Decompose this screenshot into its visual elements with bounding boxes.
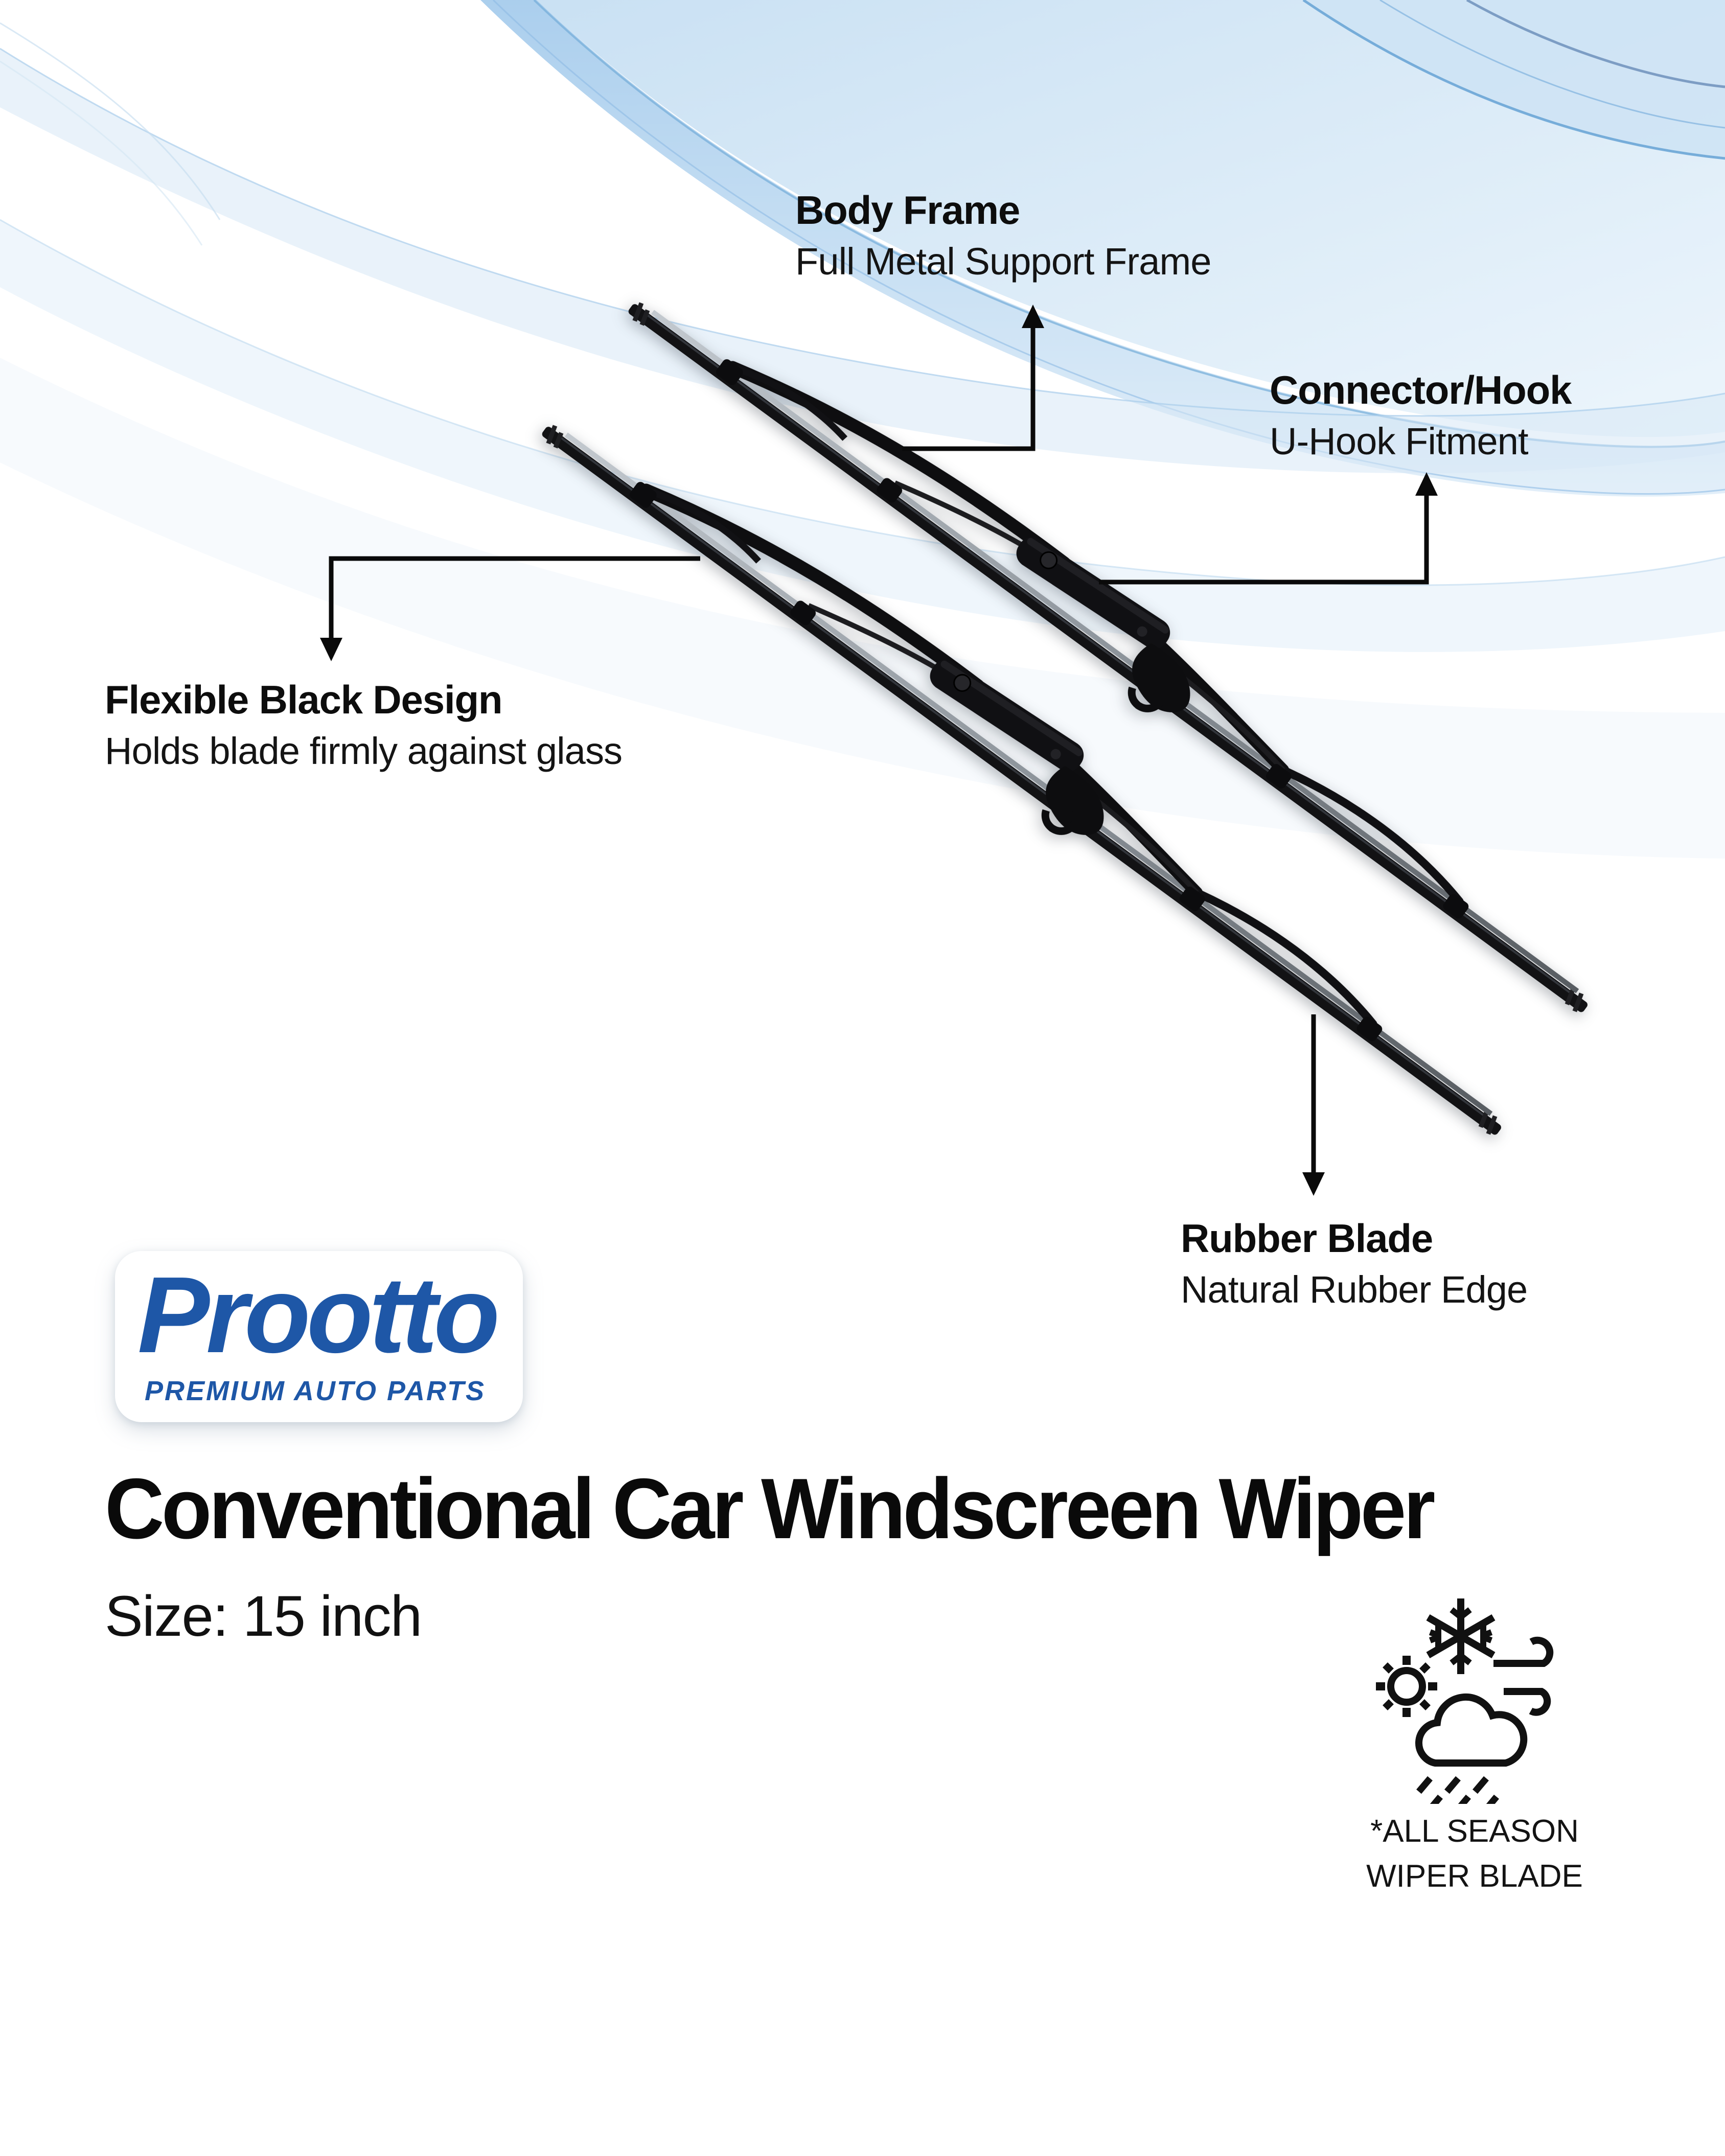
callout-rubber-blade-title: Rubber Blade (1181, 1216, 1433, 1261)
all-season-weather-icon (1376, 1598, 1554, 1804)
all-season-caption-line2: WIPER BLADE (1366, 1859, 1583, 1894)
arrow-down-rubber-blade (1302, 1172, 1325, 1196)
rain-cloud-icon (1415, 1693, 1528, 1804)
callout-rubber-blade: Rubber Blade Natural Rubber Edge (1181, 1212, 1528, 1315)
product-size-label: Size: 15 inch (105, 1584, 422, 1648)
snowflake-icon (1426, 1598, 1496, 1674)
all-season-caption: *ALL SEASON WIPER BLADE (1308, 1809, 1641, 1899)
callout-connector-hook-title: Connector/Hook (1270, 367, 1572, 412)
arrow-up-body-frame (1022, 305, 1044, 328)
callout-flexible-design: Flexible Black Design Holds blade firmly… (105, 674, 623, 776)
callout-body-frame: Body Frame Full Metal Support Frame (795, 184, 1211, 287)
wind-icon (1493, 1636, 1554, 1716)
all-season-caption-line1: *ALL SEASON (1370, 1814, 1579, 1849)
sun-icon (1376, 1656, 1437, 1717)
callout-connector-hook: Connector/Hook U-Hook Fitment (1270, 364, 1572, 467)
callout-line-body-frame (902, 312, 1036, 451)
callout-line-connector-hook (1099, 479, 1429, 585)
product-title: Conventional Car Windscreen Wiper (105, 1460, 1435, 1557)
background-wave-decoration (0, 0, 1725, 652)
callout-flexible-design-title: Flexible Black Design (105, 677, 503, 722)
brand-logo-sticker: Prootto PREMIUM AUTO PARTS (115, 1251, 523, 1422)
callout-body-frame-subtitle: Full Metal Support Frame (795, 240, 1211, 283)
callout-connector-hook-subtitle: U-Hook Fitment (1270, 420, 1529, 462)
callout-rubber-blade-subtitle: Natural Rubber Edge (1181, 1268, 1528, 1311)
brand-logo-tagline: PREMIUM AUTO PARTS (145, 1375, 486, 1406)
callout-leader-lines (320, 305, 1438, 1196)
brand-logo-name: Prootto (137, 1254, 500, 1375)
arrow-down-flexible-design (320, 638, 342, 661)
arrow-up-connector-hook (1415, 472, 1438, 496)
callout-body-frame-title: Body Frame (795, 188, 1020, 233)
callout-flexible-design-subtitle: Holds blade firmly against glass (105, 729, 623, 772)
callout-line-flexible-design (329, 556, 700, 654)
